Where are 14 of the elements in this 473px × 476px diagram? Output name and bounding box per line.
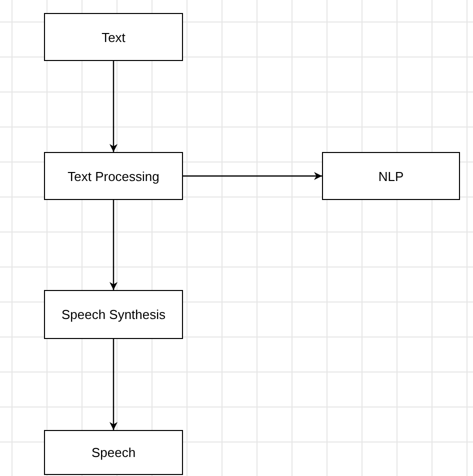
process-box [322, 152, 460, 200]
process-box [44, 290, 183, 339]
process-box [44, 152, 183, 200]
box-label: Speech Synthesis [61, 307, 166, 322]
arrow [110, 339, 118, 430]
arrow [110, 61, 118, 152]
arrow [183, 172, 322, 180]
box-label: Text Processing [68, 168, 160, 184]
box-label: NLP [378, 168, 404, 184]
box-label: Text [102, 30, 126, 44]
box-label: Speech [91, 445, 136, 460]
process-box [44, 13, 183, 61]
arrow [110, 200, 118, 290]
process-box [44, 430, 183, 475]
